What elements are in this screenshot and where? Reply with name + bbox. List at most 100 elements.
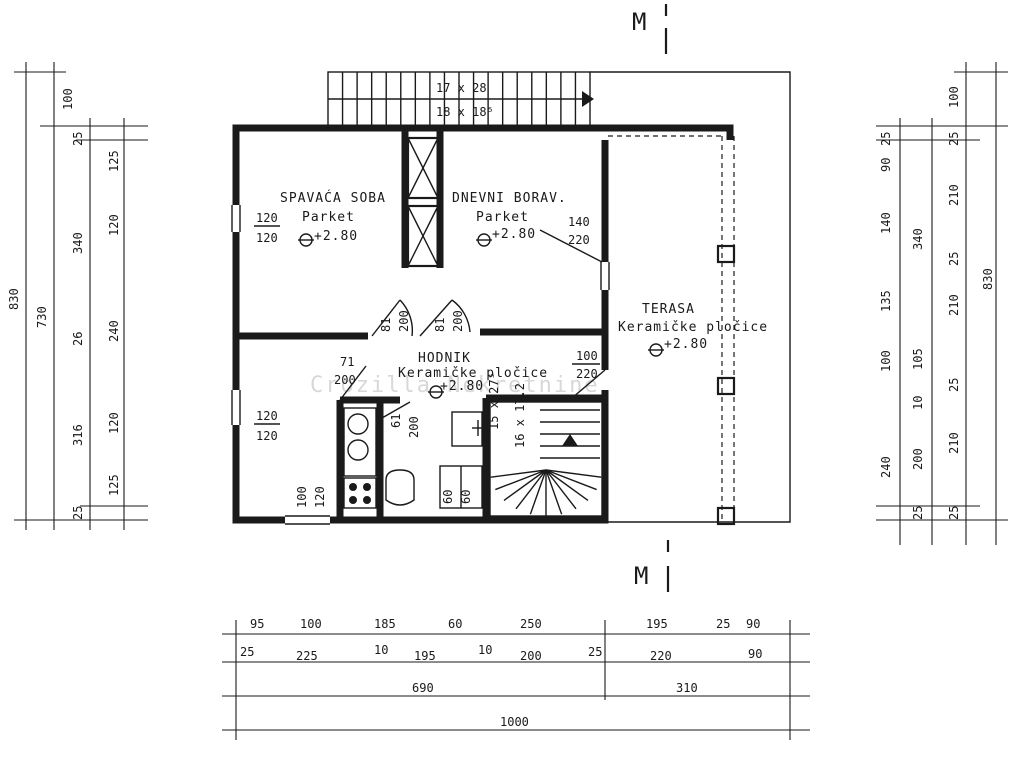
dim-left-s1-1: 340 [71,232,85,254]
opening-bath-door-b: 200 [407,416,421,438]
terrace-column-1 [716,244,736,264]
section-mark-top-label: M [632,8,646,36]
room-level-bedroom: +2.80 [314,229,358,244]
dim-left-s2-3: 240 [107,320,121,342]
dim-bottom-r2-4: 10 [478,643,492,657]
dim-bottom-r2-6: 25 [588,645,602,659]
opening-lower-window-a: 120 [256,409,278,423]
opening-living-window-b: 220 [568,233,590,247]
dim-bottom-r2-7: 220 [650,649,672,663]
kitchen-fixtures [343,407,377,509]
dim-left-s2-2: 120 [107,214,121,236]
dim-right-c1-0: 25 [879,132,893,146]
inner-stair-tread [495,469,547,491]
room-floor-hallway: Keramičke pločice [398,366,548,381]
dim-right-c3-5: 210 [947,432,961,454]
door-swings [339,299,606,419]
dim-bottom-r1-3: 60 [448,617,462,631]
room-floor-living: Parket [476,210,529,225]
section-mark-top: M [632,4,668,54]
dim-bottom-r1-6: 25 [716,617,730,631]
opening-door3-b: 200 [334,373,356,387]
dim-bottom-r1-5: 195 [646,617,668,631]
room-name-bedroom: SPAVAĆA SOBA [280,190,386,206]
opening-bed-window-b: 120 [256,231,278,245]
dim-right-c1-6: 25 [911,506,925,520]
inner-stair-tread [529,469,547,515]
dim-left-s2-6: 25 [71,506,85,520]
room-name-terrace: TERASA [642,302,695,317]
top-stair-flight: 17 x 28 18 x 18⁵ [327,71,594,127]
terrace-outline [590,71,791,526]
opening-door4-b: 220 [576,367,598,381]
stair-inner-label-1: 15 x 27⁵ [487,372,501,430]
dim-right-c2-0: 100 [947,86,961,108]
inner-stair-tread [545,469,589,501]
dim-right-c3-1: 210 [947,184,961,206]
stair-inner-label-2: 16 x 17.2 [513,383,527,448]
room-hallway: HODNIK Keramičke pločice +2.80 [398,351,548,399]
opening-bath-door-a: 61 [389,414,403,428]
dim-bottom-r2-8: 90 [748,647,762,661]
dim-bottom-r4: 1000 [500,715,529,729]
opening-door1-a: 81 [379,318,393,332]
dimensions-right: 830 25 90 140 135 100 240 25 100 340 105… [876,62,1008,545]
opening-living-window-a: 140 [568,215,590,229]
dim-left-mid: 730 [35,306,49,328]
dim-right-c2-4: 200 [911,448,925,470]
dim-bottom-r1-0: 95 [250,617,264,631]
dim-right-c1-1: 90 [879,158,893,172]
interior-walls [236,128,605,520]
dim-bottom-r1-2: 185 [374,617,396,631]
room-name-hallway: HODNIK [418,351,471,366]
dim-right-c1-5: 240 [879,456,893,478]
room-name-living: DNEVNI BORAV. [452,191,567,206]
dim-right-c2-3: 10 [911,396,925,410]
dim-left-s2-4: 120 [107,412,121,434]
room-level-terrace: +2.80 [664,337,708,352]
dimensions-bottom: 95 100 185 60 250 195 25 90 25 225 10 19… [222,617,810,740]
dim-left-s2-1: 125 [107,150,121,172]
dim-right-c2-2: 105 [911,348,925,370]
inner-stair-tread [545,469,602,478]
dim-bottom-r2-3: 195 [414,649,436,663]
room-level-living: +2.80 [492,227,536,242]
room-level-hallway: +2.80 [440,379,484,394]
dim-bottom-r2-1: 225 [296,649,318,663]
opening-door2-a: 81 [433,318,447,332]
dim-right-outer: 830 [981,268,995,290]
inner-stair-tread [503,469,547,501]
opening-door1-b: 200 [397,310,411,332]
window-symbols [231,205,610,525]
dim-right-c3-4: 25 [947,378,961,392]
dim-right-c1-2: 140 [879,212,893,234]
exterior-walls [232,124,734,524]
room-terrace: TERASA Keramičke pločice +2.80 [618,302,768,357]
terrace-column-3 [716,506,736,526]
dim-bottom-r3-1: 310 [676,681,698,695]
dim-left-s2-5: 125 [107,474,121,496]
inner-stair-tread [490,469,547,478]
room-living: DNEVNI BORAV. Parket +2.80 [452,191,567,247]
inner-stair-tread [545,469,563,515]
dim-right-c2-1: 340 [911,228,925,250]
stair-top-label-2: 18 x 18⁵ [436,105,494,119]
dim-left-s1-2: 26 [71,332,85,346]
dim-right-c3-2: 25 [947,252,961,266]
dim-left-s2-0: 25 [71,132,85,146]
stair-top-label-1: 17 x 28 [436,81,487,95]
dim-right-c3-6: 25 [947,506,961,520]
dim-left-s1-3: 316 [71,424,85,446]
section-mark-bottom: M [634,540,670,592]
room-floor-bedroom: Parket [302,210,355,225]
dim-right-c1-4: 100 [879,350,893,372]
terrace-column-2 [716,376,736,396]
dim-bottom-r3-0: 690 [412,681,434,695]
dim-bottom-r1-7: 90 [746,617,760,631]
opening-door3-a: 71 [340,355,354,369]
opening-door2-b: 200 [451,310,465,332]
chimney-ducts [406,136,440,268]
dimensions-left: 830 730 100 340 26 316 25 125 120 240 12… [7,62,148,530]
room-floor-terrace: Keramičke pločice [618,320,768,335]
